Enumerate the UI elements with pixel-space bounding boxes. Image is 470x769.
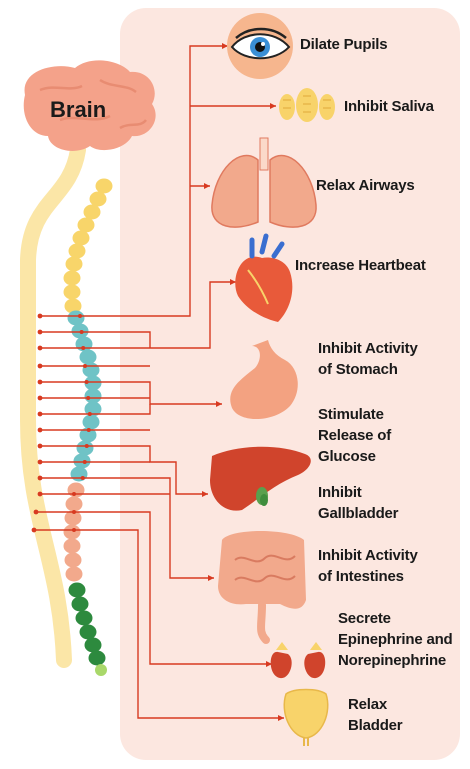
vertebra: [85, 389, 102, 404]
vertebra: [66, 497, 83, 512]
ganglion-dot: [72, 510, 76, 514]
nerve-origin-dot: [38, 412, 43, 417]
nerve-origin-dot: [38, 330, 43, 335]
nerve-origin-dot: [32, 528, 37, 533]
vertebra: [69, 244, 86, 259]
ganglion-dot: [72, 492, 76, 496]
vertebra: [77, 441, 94, 456]
vertebra: [66, 567, 83, 582]
spinal-cord: [28, 150, 78, 660]
vertebra: [64, 539, 81, 554]
nerve-origin-dot: [38, 444, 43, 449]
ganglion-dot: [85, 444, 89, 448]
vertebra: [69, 583, 86, 598]
vertebra: [84, 205, 101, 220]
vertebra: [72, 597, 89, 612]
vertebra: [80, 625, 97, 640]
label-relax-airways: Relax Airways: [316, 175, 415, 196]
vertebra: [64, 285, 81, 300]
vertebra: [68, 483, 85, 498]
vertebra: [64, 525, 81, 540]
vertebra: [64, 271, 81, 286]
vertebra: [74, 454, 91, 469]
ganglion-dot: [86, 396, 90, 400]
nerve-origin-dot: [38, 346, 43, 351]
vertebra: [65, 553, 82, 568]
nerve-origin-dot: [38, 476, 43, 481]
ganglion-dot: [81, 346, 85, 350]
coccyx: [95, 664, 107, 676]
label-inhibit-intestines: Inhibit Activity of Intestines: [318, 545, 418, 587]
gallbladder-icon: [260, 494, 268, 506]
nerve-origin-dot: [38, 492, 43, 497]
label-inhibit-saliva: Inhibit Saliva: [344, 96, 434, 117]
nerve-origin-dot: [38, 396, 43, 401]
nerve-origin-dot: [38, 314, 43, 319]
vertebra: [68, 311, 85, 326]
nerve-origin-dot: [34, 510, 39, 515]
ganglion-dot: [80, 330, 84, 334]
vertebral-column: [64, 179, 113, 677]
vertebra: [90, 192, 107, 207]
vertebra: [71, 467, 88, 482]
vertebra: [96, 179, 113, 194]
vertebra: [66, 257, 83, 272]
ganglion-dot: [81, 476, 85, 480]
ganglion-dot: [88, 412, 92, 416]
brain-label: Brain: [50, 97, 106, 123]
vertebra: [80, 350, 97, 365]
vertebra: [83, 415, 100, 430]
vertebra: [85, 638, 102, 653]
label-relax-bladder: Relax Bladder: [348, 694, 402, 736]
nerve-origin-dot: [38, 380, 43, 385]
label-release-glucose: Stimulate Release of Glucose: [318, 404, 391, 467]
eye-icon: [227, 13, 293, 79]
ganglion-dot: [85, 380, 89, 384]
ganglion-dot: [83, 460, 87, 464]
label-inhibit-gallbladder: Inhibit Gallbladder: [318, 482, 398, 524]
vertebra: [73, 231, 90, 246]
vertebra: [78, 218, 95, 233]
ganglion-dot: [78, 314, 82, 318]
vertebra: [76, 611, 93, 626]
label-secrete-epinephrine: Secrete Epinephrine and Norepinephrine: [338, 608, 453, 671]
ganglion-dot: [72, 528, 76, 532]
vertebra: [89, 651, 106, 666]
label-inhibit-stomach: Inhibit Activity of Stomach: [318, 338, 418, 380]
label-dilate-pupils: Dilate Pupils: [300, 34, 387, 55]
nerve-origin-dot: [38, 460, 43, 465]
label-increase-heartbeat: Increase Heartbeat: [295, 255, 426, 276]
